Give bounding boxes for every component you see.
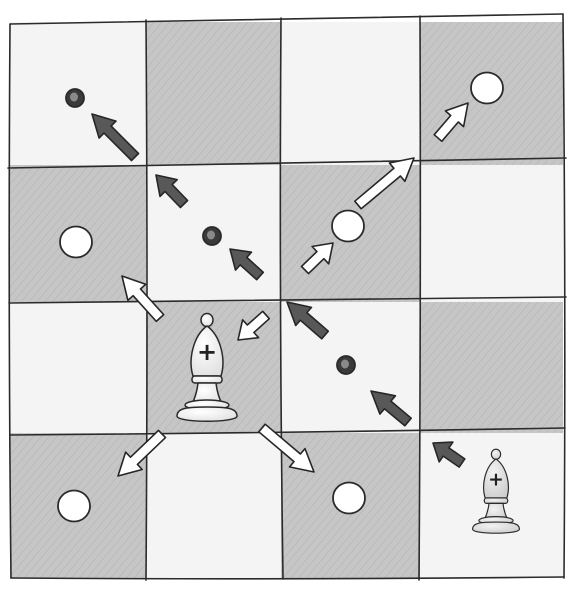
square-shading xyxy=(146,22,281,165)
light-square xyxy=(420,165,563,302)
capture-target-marker xyxy=(203,227,221,245)
bishop-cross-symbol: + xyxy=(488,469,504,490)
square-shading xyxy=(420,302,563,433)
move-target-marker xyxy=(333,483,365,514)
bishop-cross-symbol: + xyxy=(197,338,217,366)
capture-target-marker xyxy=(337,356,355,374)
move-target-marker xyxy=(332,211,364,242)
capture-target-marker xyxy=(66,89,84,107)
move-target-marker xyxy=(58,491,90,522)
move-target-marker xyxy=(60,227,92,258)
light-square xyxy=(146,433,281,578)
light-square xyxy=(10,302,146,433)
move-target-marker xyxy=(471,73,503,104)
light-square xyxy=(281,22,420,165)
